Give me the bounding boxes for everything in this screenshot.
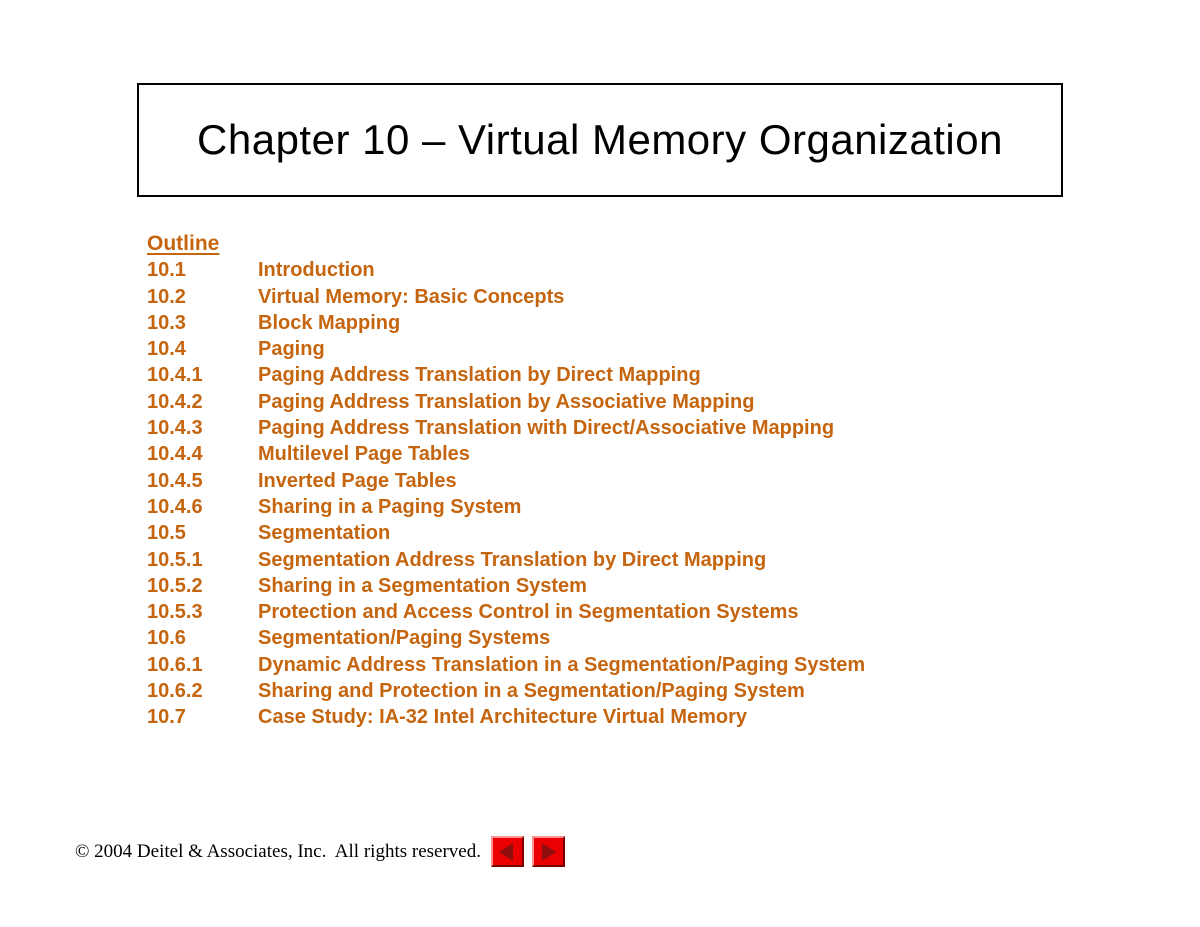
outline-item: 10.7 Case Study: IA-32 Intel Architecture… xyxy=(147,704,1097,730)
outline-item-number: 10.6 xyxy=(147,627,186,650)
outline-item-label: Sharing and Protection in a Segmentation… xyxy=(258,680,805,703)
copyright-text: © 2004 Deitel & Associates, Inc. All rig… xyxy=(75,840,481,862)
outline-item: 10.4.1 Paging Address Translation by Dire… xyxy=(147,362,1097,388)
outline-item: 10.5.2 Sharing in a Segmentation System xyxy=(147,573,1097,599)
outline-item-number: 10.4.4 xyxy=(147,443,203,466)
outline-item-label: Paging Address Translation by Associativ… xyxy=(258,390,755,413)
outline-item: 10.3 Block Mapping xyxy=(147,310,1097,336)
outline-item: 10.4.4 Multilevel Page Tables xyxy=(147,441,1097,467)
outline-item: 10.5.1 Segmentation Address Translation b… xyxy=(147,547,1097,573)
outline-item-label: Protection and Access Control in Segment… xyxy=(258,601,799,624)
outline-item-label: Dynamic Address Translation in a Segment… xyxy=(258,653,866,676)
title-box: Chapter 10 – Virtual Memory Organization xyxy=(137,83,1063,197)
outline-item-number: 10.3 xyxy=(147,311,186,334)
outline-item-number: 10.5.3 xyxy=(147,601,203,624)
next-slide-button[interactable] xyxy=(531,836,565,867)
outline-item: 10.4.3 Paging Address Translation with Di… xyxy=(147,415,1097,441)
outline-item-number: 10.4.2 xyxy=(147,390,203,413)
outline-item-label: Segmentation/Paging Systems xyxy=(258,627,551,650)
outline-item-number: 10.6.2 xyxy=(147,680,203,703)
outline-item-number: 10.4 xyxy=(147,338,186,361)
outline-item: 10.6.2 Sharing and Protection in a Segmen… xyxy=(147,678,1097,704)
outline-item-label: Sharing in a Segmentation System xyxy=(258,574,587,597)
outline-heading: Outline xyxy=(147,232,220,255)
outline-item-number: 10.4.1 xyxy=(147,364,203,387)
slide-title: Chapter 10 – Virtual Memory Organization xyxy=(197,116,1003,163)
outline-item-number: 10.2 xyxy=(147,285,186,308)
outline-item: 10.6.1 Dynamic Address Translation in a S… xyxy=(147,652,1097,678)
outline-item-label: Paging Address Translation by Direct Map… xyxy=(258,364,701,387)
outline-item-label: Virtual Memory: Basic Concepts xyxy=(258,285,565,308)
outline-item-label: Block Mapping xyxy=(258,311,401,334)
outline-item-label: Multilevel Page Tables xyxy=(258,443,470,466)
outline-item-number: 10.4.6 xyxy=(147,495,203,518)
outline-item-number: 10.5 xyxy=(147,522,186,545)
outline-item-label: Introduction xyxy=(258,259,375,282)
outline-item-label: Segmentation xyxy=(258,522,391,545)
outline-item: 10.2 Virtual Memory: Basic Concepts xyxy=(147,284,1097,310)
outline-item: 10.4.6 Sharing in a Paging System xyxy=(147,494,1097,520)
outline-list: 10.1 Introduction 10.2 Virtual Memory: Basi… xyxy=(147,257,1097,730)
outline-item: 10.4.2 Paging Address Translation by Asso… xyxy=(147,389,1097,415)
left-arrow-icon xyxy=(499,842,514,861)
outline-item-label: Sharing in a Paging System xyxy=(258,495,522,518)
outline-item: 10.4 Paging xyxy=(147,336,1097,362)
outline-item: 10.5.3 Protection and Access Control in S… xyxy=(147,599,1097,625)
outline-item-number: 10.5.1 xyxy=(147,548,203,571)
outline-item-number: 10.5.2 xyxy=(147,574,203,597)
outline-item-label: Segmentation Address Translation by Dire… xyxy=(258,548,767,571)
outline-item-label: Inverted Page Tables xyxy=(258,469,457,492)
outline-item: 10.4.5 Inverted Page Tables xyxy=(147,468,1097,494)
outline-item: 10.1 Introduction xyxy=(147,257,1097,283)
outline-item-label: Paging xyxy=(258,338,325,361)
outline-item: 10.5 Segmentation xyxy=(147,520,1097,546)
outline-item-label: Case Study: IA-32 Intel Architecture Vir… xyxy=(258,706,748,729)
outline-section: Outline 10.1 Introduction 10.2 Virtual Memo… xyxy=(147,231,1097,731)
outline-item-number: 10.6.1 xyxy=(147,653,203,676)
outline-item-label: Paging Address Translation with Direct/A… xyxy=(258,417,835,440)
outline-item-number: 10.7 xyxy=(147,706,186,729)
outline-item: 10.6 Segmentation/Paging Systems xyxy=(147,625,1097,651)
outline-item-number: 10.4.5 xyxy=(147,469,203,492)
outline-item-number: 10.4.3 xyxy=(147,417,203,440)
outline-item-number: 10.1 xyxy=(147,259,186,282)
previous-slide-button[interactable] xyxy=(490,836,524,867)
right-arrow-icon xyxy=(542,842,557,861)
footer: © 2004 Deitel & Associates, Inc. All rig… xyxy=(75,836,565,867)
